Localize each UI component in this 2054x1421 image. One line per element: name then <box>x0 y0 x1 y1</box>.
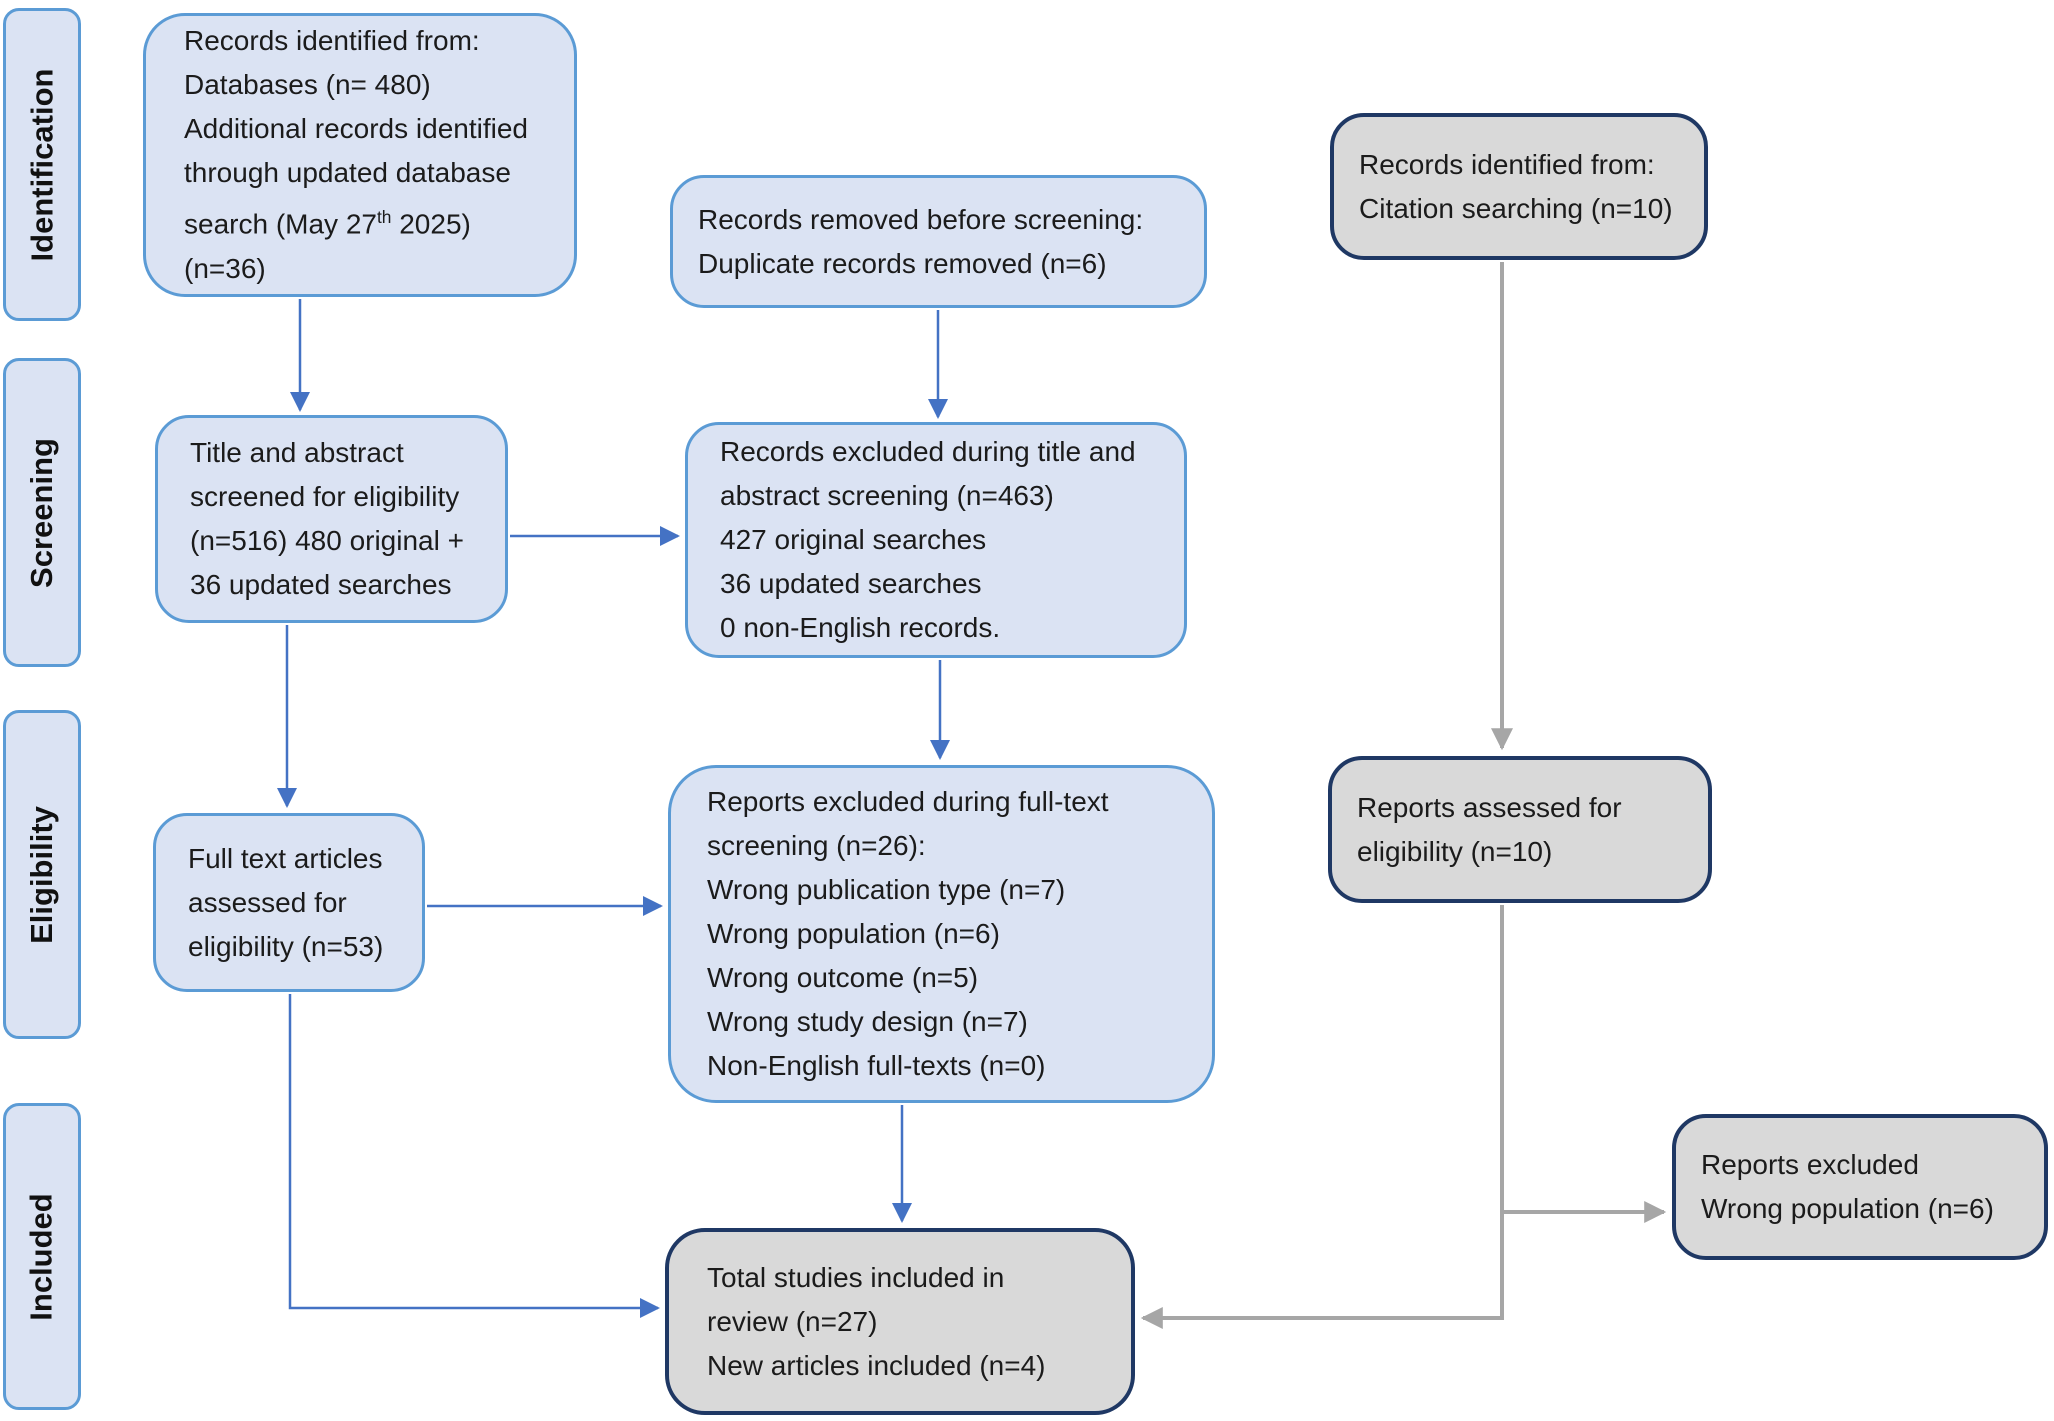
text-line: 36 updated searches <box>720 568 982 599</box>
date-ordinal-superscript: th <box>376 207 392 228</box>
text-line: Records identified from: <box>184 25 480 57</box>
stage-identification: Identification <box>3 8 81 321</box>
text-line: Total studies included in <box>707 1261 1005 1293</box>
reports-excluded-population-box: Reports excluded Wrong population (n=6) <box>1672 1114 2048 1260</box>
stage-identification-label: Identification <box>24 68 60 261</box>
text-line: 0 non-English records. <box>720 612 1001 643</box>
text-line: Full text articles <box>188 842 383 874</box>
text-line: Citation searching (n=10) <box>1359 192 1673 224</box>
title-abstract-screened-box: Title and abstract screened for eligibil… <box>155 415 508 623</box>
stage-eligibility: Eligibility <box>3 710 81 1039</box>
text-line: Wrong study design (n=7) <box>707 1006 1028 1037</box>
text-line: through updated database <box>184 157 511 189</box>
text-line: Wrong outcome (n=5) <box>707 962 979 993</box>
text-line: review (n=27) <box>707 1305 878 1337</box>
text-line: eligibility (n=53) <box>188 930 384 962</box>
stage-screening: Screening <box>3 358 81 667</box>
text-line: Records identified from: <box>1359 148 1655 180</box>
text-line: Wrong population (n=6) <box>1701 1193 1994 1224</box>
text-line: Reports excluded <box>1701 1149 1919 1180</box>
text-line: Records excluded during title and <box>720 436 1136 467</box>
reports-excluded-fulltext-box: Reports excluded during full-text screen… <box>668 765 1215 1103</box>
text-line: Records removed before screening: <box>698 203 1144 235</box>
text-line: Reports assessed for <box>1357 791 1622 823</box>
arrow-assessed-to-total <box>1140 1212 1504 1329</box>
text-line: (n=36) <box>184 252 266 284</box>
text-line: Non-English full-texts (n=0) <box>707 1050 1046 1081</box>
text-line: Duplicate records removed (n=6) <box>698 247 1107 279</box>
text-line: New articles included (n=4) <box>707 1349 1046 1381</box>
text-line: 36 updated searches <box>190 569 452 600</box>
date-text: search (May 27 <box>184 208 377 240</box>
arrow-assessed-to-excluded-population <box>1500 905 1667 1223</box>
stage-screening-label: Screening <box>24 437 60 588</box>
text-line-date: search (May 27th 2025) <box>184 195 574 246</box>
text-line: Title and abstract <box>190 437 404 468</box>
text-line: Wrong publication type (n=7) <box>707 874 1066 905</box>
stage-included-label: Included <box>24 1192 60 1321</box>
stage-eligibility-label: Eligibility <box>24 805 60 944</box>
text-line: Reports excluded during full-text <box>707 786 1109 817</box>
full-text-assessed-box: Full text articles assessed for eligibil… <box>153 813 425 992</box>
text-line: Additional records identified <box>184 113 528 145</box>
arrow-fulltext-to-total <box>288 994 660 1318</box>
records-excluded-screening-box: Records excluded during title and abstra… <box>685 422 1187 658</box>
total-included-box: Total studies included in review (n=27) … <box>665 1228 1135 1415</box>
text-line: eligibility (n=10) <box>1357 835 1553 867</box>
text-line: Wrong population (n=6) <box>707 918 1000 949</box>
stage-included: Included <box>3 1103 81 1410</box>
date-text: 2025) <box>391 208 471 240</box>
records-identified-box: Records identified from: Databases (n= 4… <box>143 13 577 297</box>
text-line: screened for eligibility <box>190 481 460 512</box>
reports-assessed-box: Reports assessed for eligibility (n=10) <box>1328 756 1712 903</box>
text-line: assessed for <box>188 886 347 918</box>
text-line: Databases (n= 480) <box>184 69 431 101</box>
citation-searching-box: Records identified from: Citation search… <box>1330 113 1708 260</box>
text-line: abstract screening (n=463) <box>720 480 1054 511</box>
text-line: screening (n=26): <box>707 830 926 861</box>
records-removed-box: Records removed before screening: Duplic… <box>670 175 1207 308</box>
text-line: (n=516) 480 original + <box>190 525 464 556</box>
text-line: 427 original searches <box>720 524 987 555</box>
